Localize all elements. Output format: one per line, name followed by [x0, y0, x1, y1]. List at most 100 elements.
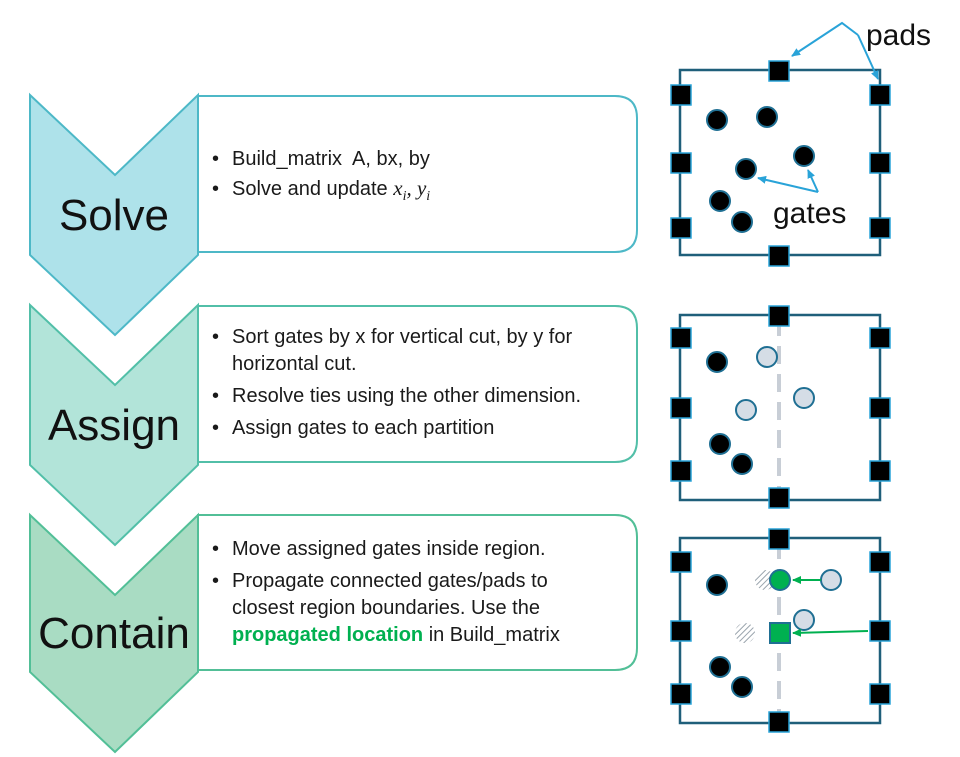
gates: [706, 346, 815, 475]
gates-callout-arrows: [757, 169, 819, 193]
pad: [768, 711, 790, 733]
pad: [869, 620, 891, 642]
placement-diagram-solve: pads gates: [670, 19, 931, 267]
solve-text-panel: [197, 95, 638, 253]
pads-callout: pads: [866, 19, 931, 52]
solve-bullet-1-text: Build_matrix A, bx, by: [232, 148, 430, 170]
solve-bullet-1: •: [212, 148, 219, 170]
gate: [706, 351, 728, 373]
assign-bullet-1-cont: horizontal cut.: [232, 353, 357, 375]
assign-text-panel: [197, 305, 638, 463]
gate: [706, 574, 728, 596]
math-sub-i: i: [403, 189, 407, 204]
pad-propagated: [769, 622, 791, 644]
pad: [869, 217, 891, 239]
gate-faded: [735, 399, 757, 421]
contain-bullet-2-tail: in Build_matrix: [429, 624, 560, 646]
contain-text-panel: [197, 514, 638, 671]
pad: [869, 152, 891, 174]
gate-faded: [793, 609, 815, 631]
assign-bullet-2: •: [212, 385, 219, 407]
pad: [670, 152, 692, 174]
pad: [670, 460, 692, 482]
pads: [670, 305, 891, 509]
pad: [670, 217, 692, 239]
pad: [869, 327, 891, 349]
pad: [670, 327, 692, 349]
pads-arrow-2: [857, 34, 879, 80]
gate-old-position: [735, 623, 755, 643]
assign-bullet-2-text: Resolve ties using the other dimension.: [232, 385, 581, 407]
placement-diagram-assign: [670, 305, 891, 509]
gate: [706, 109, 728, 131]
pad: [869, 683, 891, 705]
gate-faded: [756, 346, 778, 368]
assign-bullet-3: •: [212, 417, 219, 439]
assign-label: Assign: [48, 401, 180, 450]
gate: [709, 433, 731, 455]
gate-old-position: [755, 570, 775, 590]
pads-callout-arrows: [791, 21, 879, 80]
assign-bullet-1-text: Sort gates by x for vertical cut, by y f…: [232, 326, 572, 348]
gate: [735, 158, 757, 180]
solve-label: Solve: [59, 191, 169, 240]
solve-bullet-2-text: Solve and update: [232, 178, 393, 200]
gate-propagated: [769, 569, 791, 591]
gate: [731, 676, 753, 698]
math-sub-i-2: i: [426, 189, 430, 204]
pad: [869, 460, 891, 482]
contain-chevron: [29, 512, 199, 754]
assign-bullet-1: •: [212, 326, 219, 348]
contain-bullet-1: •: [212, 538, 219, 560]
pad: [768, 60, 790, 82]
contain-bullet-2-cont: closest region boundaries. Use the: [232, 597, 540, 619]
gate-faded: [793, 387, 815, 409]
pad: [869, 551, 891, 573]
contain-bullet-2-text: Propagate connected gates/pads to: [232, 570, 548, 592]
gate: [756, 106, 778, 128]
gates: [706, 106, 815, 233]
contain-bullet-2: •: [212, 570, 219, 592]
gate: [731, 453, 753, 475]
gates-callout: gates: [773, 197, 846, 230]
pads-arrow-1: [791, 21, 859, 57]
pads: [670, 528, 891, 733]
propagation-arrows: [792, 576, 869, 637]
gates-arrow-1: [757, 175, 819, 193]
contain-label: Contain: [38, 609, 190, 658]
gate: [731, 211, 753, 233]
gate: [793, 145, 815, 167]
math-y: y: [415, 176, 427, 200]
pad: [768, 245, 790, 267]
assign-chevron: [29, 302, 199, 547]
pad: [768, 528, 790, 550]
gate-faded: [820, 569, 842, 591]
highlight-text: propagated location: [232, 624, 423, 646]
solve-bullet-2-line: Solve and update xi, yi: [232, 176, 430, 204]
solve-chevron: [29, 92, 199, 337]
pad: [869, 84, 891, 106]
step-assign: Assign • Sort gates by x for vertical cu…: [29, 302, 638, 547]
math-sep: ,: [406, 176, 417, 200]
pad: [869, 397, 891, 419]
gate: [709, 656, 731, 678]
pad: [670, 84, 692, 106]
step-solve: Solve • Build_matrix A, bx, by • Solve a…: [29, 92, 638, 337]
gates: [706, 569, 842, 698]
assign-bullet-3-text: Assign gates to each partition: [232, 417, 494, 439]
pad: [768, 305, 790, 327]
gates-arrow-2: [807, 169, 819, 193]
contain-bullet-1-text: Move assigned gates inside region.: [232, 538, 546, 560]
solve-bullet-2: •: [212, 178, 219, 200]
pads: [670, 60, 891, 267]
pad: [768, 487, 790, 509]
contain-bullet-2-last: propagated location in Build_matrix: [232, 624, 560, 646]
pad: [670, 551, 692, 573]
step-contain: Contain • Move assigned gates inside reg…: [29, 512, 638, 754]
math-x: x: [392, 176, 403, 200]
pad: [670, 397, 692, 419]
placement-diagram-contain: [670, 528, 891, 733]
pad: [670, 620, 692, 642]
